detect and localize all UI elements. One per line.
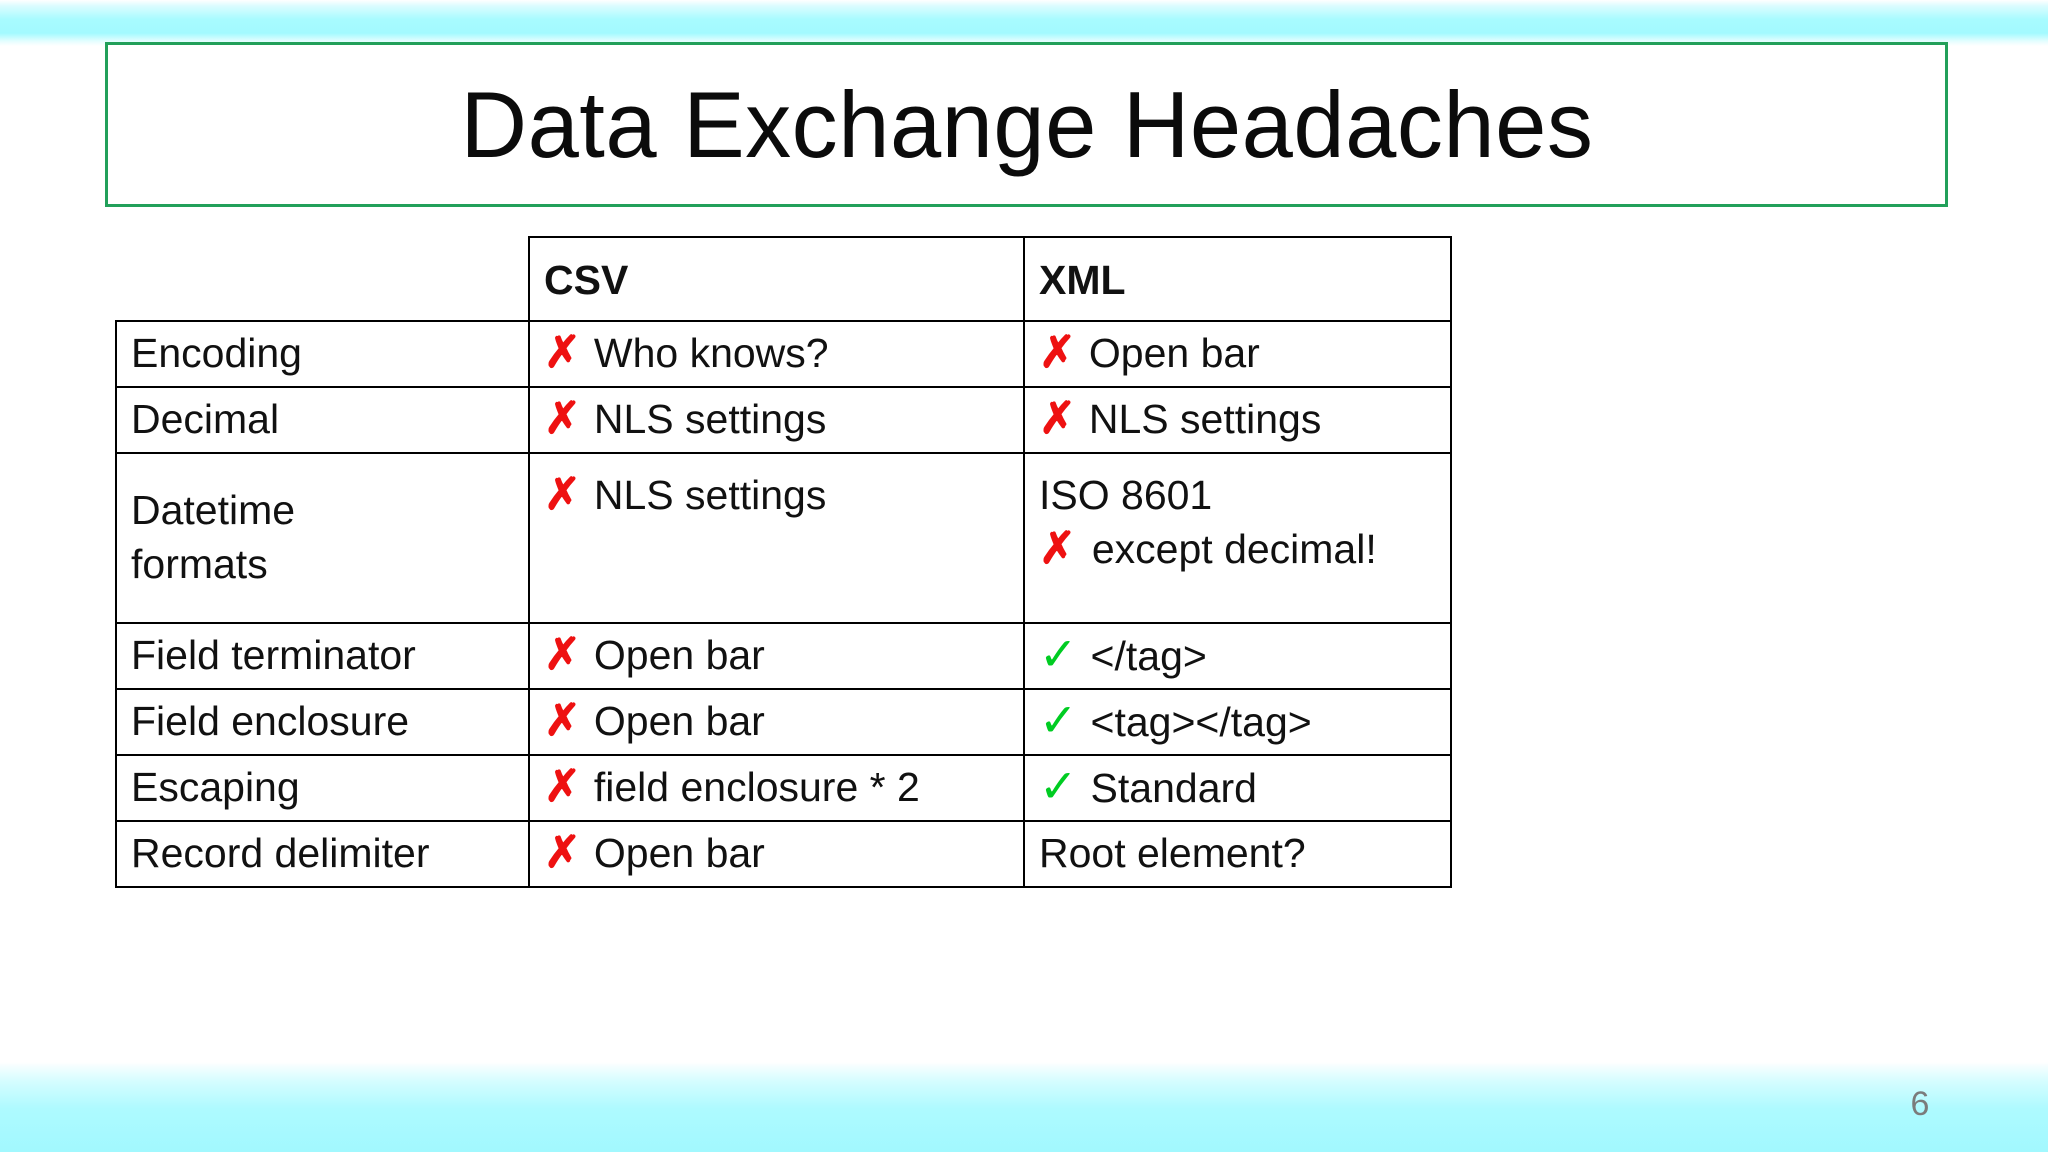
check-icon: ✓	[1039, 628, 1078, 681]
cross-icon: ✗	[544, 762, 581, 812]
table-row: Field enclosure ✗ Open bar ✓ <tag></tag>	[115, 688, 1452, 756]
table-row: Escaping ✗ field enclosure * 2 ✓ Standar…	[115, 754, 1452, 822]
top-decorative-banner	[0, 0, 2048, 46]
cross-icon: ✗	[1039, 328, 1076, 378]
table-row: Field terminator ✗ Open bar ✓ </tag>	[115, 622, 1452, 690]
page-title: Data Exchange Headaches	[460, 71, 1593, 177]
row-label-record-delimiter: Record delimiter	[115, 820, 530, 888]
table-row: Record delimiter ✗ Open bar Root element…	[115, 820, 1452, 888]
cell-datetime-csv: ✗ NLS settings	[528, 452, 1025, 624]
column-header-xml: XML	[1023, 236, 1452, 322]
cell-field-enclosure-xml: ✓ <tag></tag>	[1023, 688, 1452, 756]
cell-record-delimiter-xml: Root element?	[1023, 820, 1452, 888]
row-label-field-enclosure: Field enclosure	[115, 688, 530, 756]
slide-title-box: Data Exchange Headaches	[105, 42, 1948, 207]
check-icon: ✓	[1039, 760, 1078, 813]
cell-encoding-xml: ✗ Open bar	[1023, 320, 1452, 388]
row-label-datetime-formats: Datetime formats	[115, 452, 530, 624]
table-corner-cell	[116, 237, 529, 321]
cell-record-delimiter-csv: ✗ Open bar	[528, 820, 1025, 888]
cell-escaping-xml: ✓ Standard	[1023, 754, 1452, 822]
table-header-row: CSV XML	[116, 236, 1452, 322]
cross-icon: ✗	[544, 828, 581, 878]
cell-field-terminator-xml: ✓ </tag>	[1023, 622, 1452, 690]
comparison-table: CSV XML Encoding ✗ Who knows? ✗ Open bar…	[115, 236, 1452, 888]
cell-decimal-csv: ✗ NLS settings	[528, 386, 1025, 454]
cell-field-terminator-csv: ✗ Open bar	[528, 622, 1025, 690]
bottom-decorative-banner	[0, 1062, 2048, 1152]
row-label-escaping: Escaping	[115, 754, 530, 822]
check-icon: ✓	[1039, 694, 1078, 747]
cross-icon: ✗	[544, 470, 581, 519]
table-row: Decimal ✗ NLS settings ✗ NLS settings	[115, 386, 1452, 454]
cell-field-enclosure-csv: ✗ Open bar	[528, 688, 1025, 756]
row-label-decimal: Decimal	[115, 386, 530, 454]
cross-icon: ✗	[1039, 394, 1076, 444]
table-row: Datetime formats ✗ NLS settings ISO 8601	[115, 452, 1452, 624]
cell-escaping-csv: ✗ field enclosure * 2	[528, 754, 1025, 822]
cross-icon: ✗	[544, 630, 581, 680]
cell-encoding-csv: ✗ Who knows?	[528, 320, 1025, 388]
cross-icon: ✗	[1039, 523, 1076, 573]
row-label-encoding: Encoding	[115, 320, 530, 388]
column-header-csv: CSV	[528, 236, 1025, 322]
row-label-field-terminator: Field terminator	[115, 622, 530, 690]
cross-icon: ✗	[544, 394, 581, 444]
cross-icon: ✗	[544, 328, 581, 378]
table-row: Encoding ✗ Who knows? ✗ Open bar	[115, 320, 1452, 388]
cell-decimal-xml: ✗ NLS settings	[1023, 386, 1452, 454]
cell-datetime-xml: ISO 8601 ✗ except decimal!	[1023, 452, 1452, 624]
slide-number: 6	[1910, 1085, 1930, 1123]
cross-icon: ✗	[544, 696, 581, 746]
